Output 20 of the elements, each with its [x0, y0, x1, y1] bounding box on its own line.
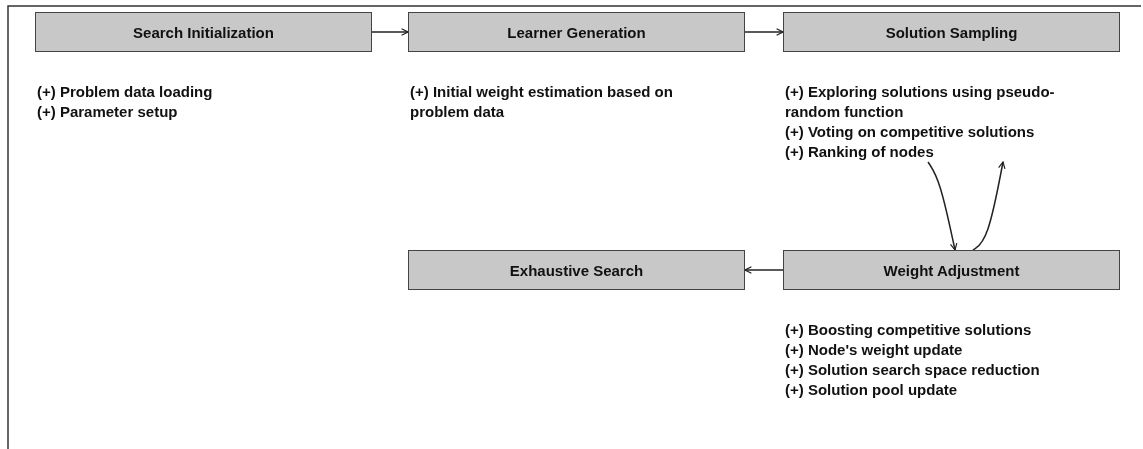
bullet-note: (+) Ranking of nodes [785, 142, 935, 162]
process-box: Learner Generation [408, 12, 745, 52]
arrow [972, 161, 1006, 251]
arrow [927, 161, 958, 251]
arrow [371, 28, 409, 36]
bullet-note: (+) Node's weight update [785, 340, 964, 360]
bullet-note: (+) Solution pool update [785, 380, 959, 400]
process-box: Exhaustive Search [408, 250, 745, 290]
bullet-note: (+) Voting on competitive solutions [785, 122, 1036, 142]
bullet-note: (+) Parameter setup [37, 102, 179, 122]
process-box: Solution Sampling [783, 12, 1120, 52]
bullet-note: (+) Problem data loading [37, 82, 214, 102]
bullet-note: (+) Boosting competitive solutions [785, 320, 1033, 340]
process-box: Weight Adjustment [783, 250, 1120, 290]
arrow [744, 28, 784, 36]
bullet-note: (+) Exploring solutions using pseudo-random function [785, 82, 1056, 122]
process-box: Search Initialization [35, 12, 372, 52]
arrow [744, 266, 784, 274]
bullet-note: (+) Initial weight estimation based on problem data [410, 82, 674, 122]
bullet-note: (+) Solution search space reduction [785, 360, 1041, 380]
